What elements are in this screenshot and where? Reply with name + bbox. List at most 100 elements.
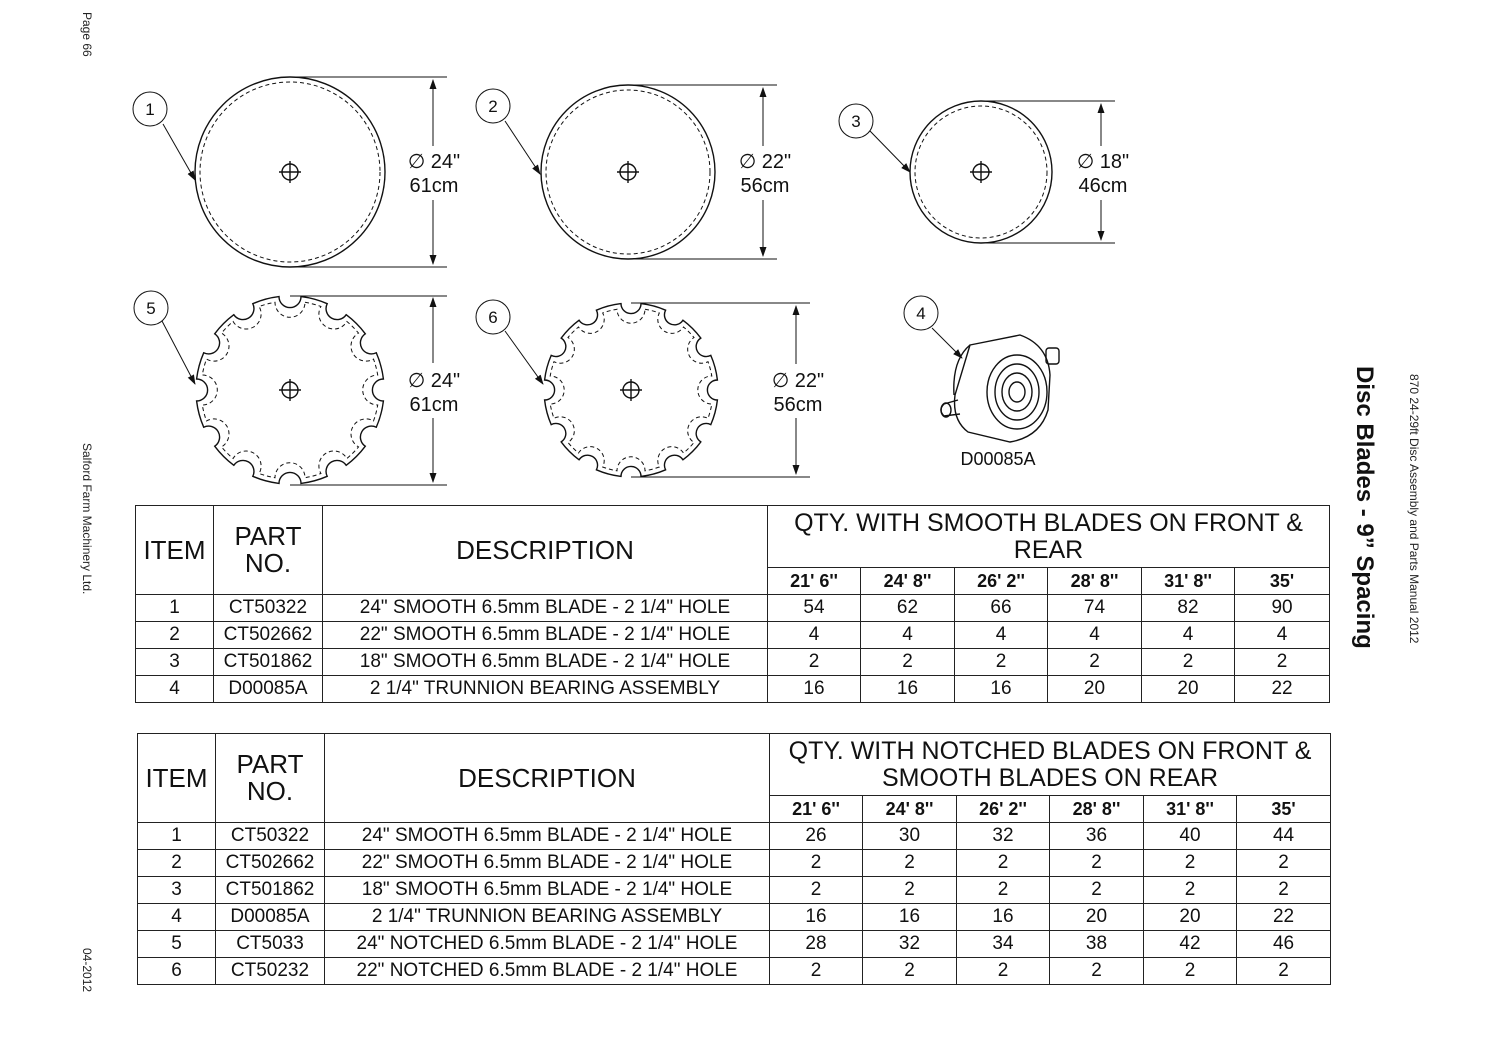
qty-cell: 4 xyxy=(954,621,1048,649)
size-header: 24' 8'' xyxy=(862,795,957,823)
qty-cell: 16 xyxy=(954,675,1048,703)
qty-cell: 16 xyxy=(860,675,955,703)
qty-cell: 4 xyxy=(860,621,955,649)
qty-cell: 2 xyxy=(1143,876,1237,904)
qty-cell: 34 xyxy=(956,930,1050,958)
blade-22-smooth xyxy=(540,84,716,260)
dim-b5-inch: ∅ 24" xyxy=(408,370,460,392)
item-cell: 1 xyxy=(135,594,214,622)
qty-cell: 40 xyxy=(1143,822,1237,850)
qty-cell: 44 xyxy=(1235,822,1332,850)
qty-cell: 2 xyxy=(1143,957,1237,985)
qty-cell: 20 xyxy=(1143,903,1237,931)
qty-cell: 2 xyxy=(1049,876,1144,904)
part-number-cell: CT50232 xyxy=(215,957,325,985)
header-part-no: PART NO. xyxy=(213,505,323,595)
qty-cell: 2 xyxy=(1235,849,1332,877)
description-cell: 2 1/4" TRUNNION BEARING ASSEMBLY xyxy=(322,675,768,703)
qty-cell: 16 xyxy=(769,903,863,931)
qty-cell: 16 xyxy=(862,903,957,931)
qty-cell: 22 xyxy=(1235,903,1332,931)
header-description: DESCRIPTION xyxy=(324,733,770,823)
qty-cell: 2 xyxy=(862,876,957,904)
qty-cell: 32 xyxy=(862,930,957,958)
blade-22-notched xyxy=(543,302,719,478)
qty-cell: 74 xyxy=(1047,594,1142,622)
qty-cell: 4 xyxy=(767,621,861,649)
dim-b1-cm: 61cm xyxy=(410,175,459,197)
dim-b6-cm: 56cm xyxy=(774,394,823,416)
part-number-cell: CT502662 xyxy=(215,849,325,877)
qty-cell: 2 xyxy=(1233,648,1331,676)
size-header: 21' 6'' xyxy=(769,795,863,823)
item-cell: 3 xyxy=(135,648,214,676)
part-number-cell: CT501862 xyxy=(213,648,323,676)
dim-b1-inch: ∅ 24" xyxy=(408,151,460,173)
balloon-4: 4 xyxy=(916,304,925,323)
size-header: 28' 8'' xyxy=(1047,567,1142,595)
qty-cell: 30 xyxy=(862,822,957,850)
qty-cell: 2 xyxy=(769,957,863,985)
qty-cell: 22 xyxy=(1233,675,1331,703)
dim-b3-cm: 46cm xyxy=(1079,175,1128,197)
parts-table-notched: ITEM PART NO. DESCRIPTION QTY. WITH NOTC… xyxy=(137,733,1332,985)
item-cell: 4 xyxy=(137,903,216,931)
part-number-cell: D00085A xyxy=(213,675,323,703)
dim-b6-inch: ∅ 22" xyxy=(772,370,824,392)
header-part-no: PART NO. xyxy=(215,733,325,823)
description-cell: 24" SMOOTH 6.5mm BLADE - 2 1/4" HOLE xyxy=(322,594,768,622)
size-header: 26' 2'' xyxy=(954,567,1048,595)
qty-cell: 2 xyxy=(954,648,1048,676)
balloon-2: 2 xyxy=(488,97,497,116)
qty-cell: 26 xyxy=(769,822,863,850)
qty-cell: 16 xyxy=(767,675,861,703)
qty-cell: 46 xyxy=(1235,930,1332,958)
description-cell: 22" SMOOTH 6.5mm BLADE - 2 1/4" HOLE xyxy=(322,621,768,649)
dim-b5-cm: 61cm xyxy=(410,394,459,416)
item-cell: 1 xyxy=(137,822,216,850)
dim-b2-cm: 56cm xyxy=(741,175,790,197)
qty-cell: 38 xyxy=(1049,930,1144,958)
header-item: ITEM xyxy=(137,733,216,823)
qty-cell: 2 xyxy=(1047,648,1142,676)
blade-18-smooth xyxy=(909,100,1053,244)
size-header: 24' 8'' xyxy=(860,567,955,595)
qty-cell: 90 xyxy=(1233,594,1331,622)
size-header: 21' 6'' xyxy=(767,567,861,595)
qty-cell: 20 xyxy=(1047,675,1142,703)
part-number-cell: CT501862 xyxy=(215,876,325,904)
item-cell: 2 xyxy=(137,849,216,877)
trunnion-bearing-icon xyxy=(940,334,1060,443)
qty-cell: 4 xyxy=(1233,621,1331,649)
revision-date: 04-2012 xyxy=(80,948,94,993)
qty-cell: 2 xyxy=(769,849,863,877)
header-description: DESCRIPTION xyxy=(322,505,768,595)
qty-cell: 32 xyxy=(956,822,1050,850)
qty-cell: 54 xyxy=(767,594,861,622)
qty-cell: 42 xyxy=(1143,930,1237,958)
qty-cell: 2 xyxy=(862,957,957,985)
part-number-cell: CT50322 xyxy=(215,822,325,850)
description-cell: 24" SMOOTH 6.5mm BLADE - 2 1/4" HOLE xyxy=(324,822,770,850)
parts-diagram: 1 2 3 5 6 4 ∅ 24" 61cm ∅ 22" 56cm ∅ 18" … xyxy=(132,76,1129,486)
qty-cell: 2 xyxy=(1049,957,1144,985)
qty-cell: 2 xyxy=(1235,876,1332,904)
qty-cell: 62 xyxy=(860,594,955,622)
description-cell: 18" SMOOTH 6.5mm BLADE - 2 1/4" HOLE xyxy=(322,648,768,676)
qty-cell: 20 xyxy=(1049,903,1144,931)
qty-cell: 2 xyxy=(769,876,863,904)
qty-cell: 4 xyxy=(1141,621,1235,649)
qty-cell: 28 xyxy=(769,930,863,958)
dimension-labels: ∅ 24" 61cm ∅ 22" 56cm ∅ 18" 46cm ∅ 24" 6… xyxy=(408,151,1129,416)
qty-cell: 2 xyxy=(1049,849,1144,877)
balloon-6: 6 xyxy=(488,308,497,327)
size-header: 26' 2'' xyxy=(956,795,1050,823)
blade-24-smooth xyxy=(194,76,386,268)
item-cell: 4 xyxy=(135,675,214,703)
part-number-cell: CT502662 xyxy=(213,621,323,649)
